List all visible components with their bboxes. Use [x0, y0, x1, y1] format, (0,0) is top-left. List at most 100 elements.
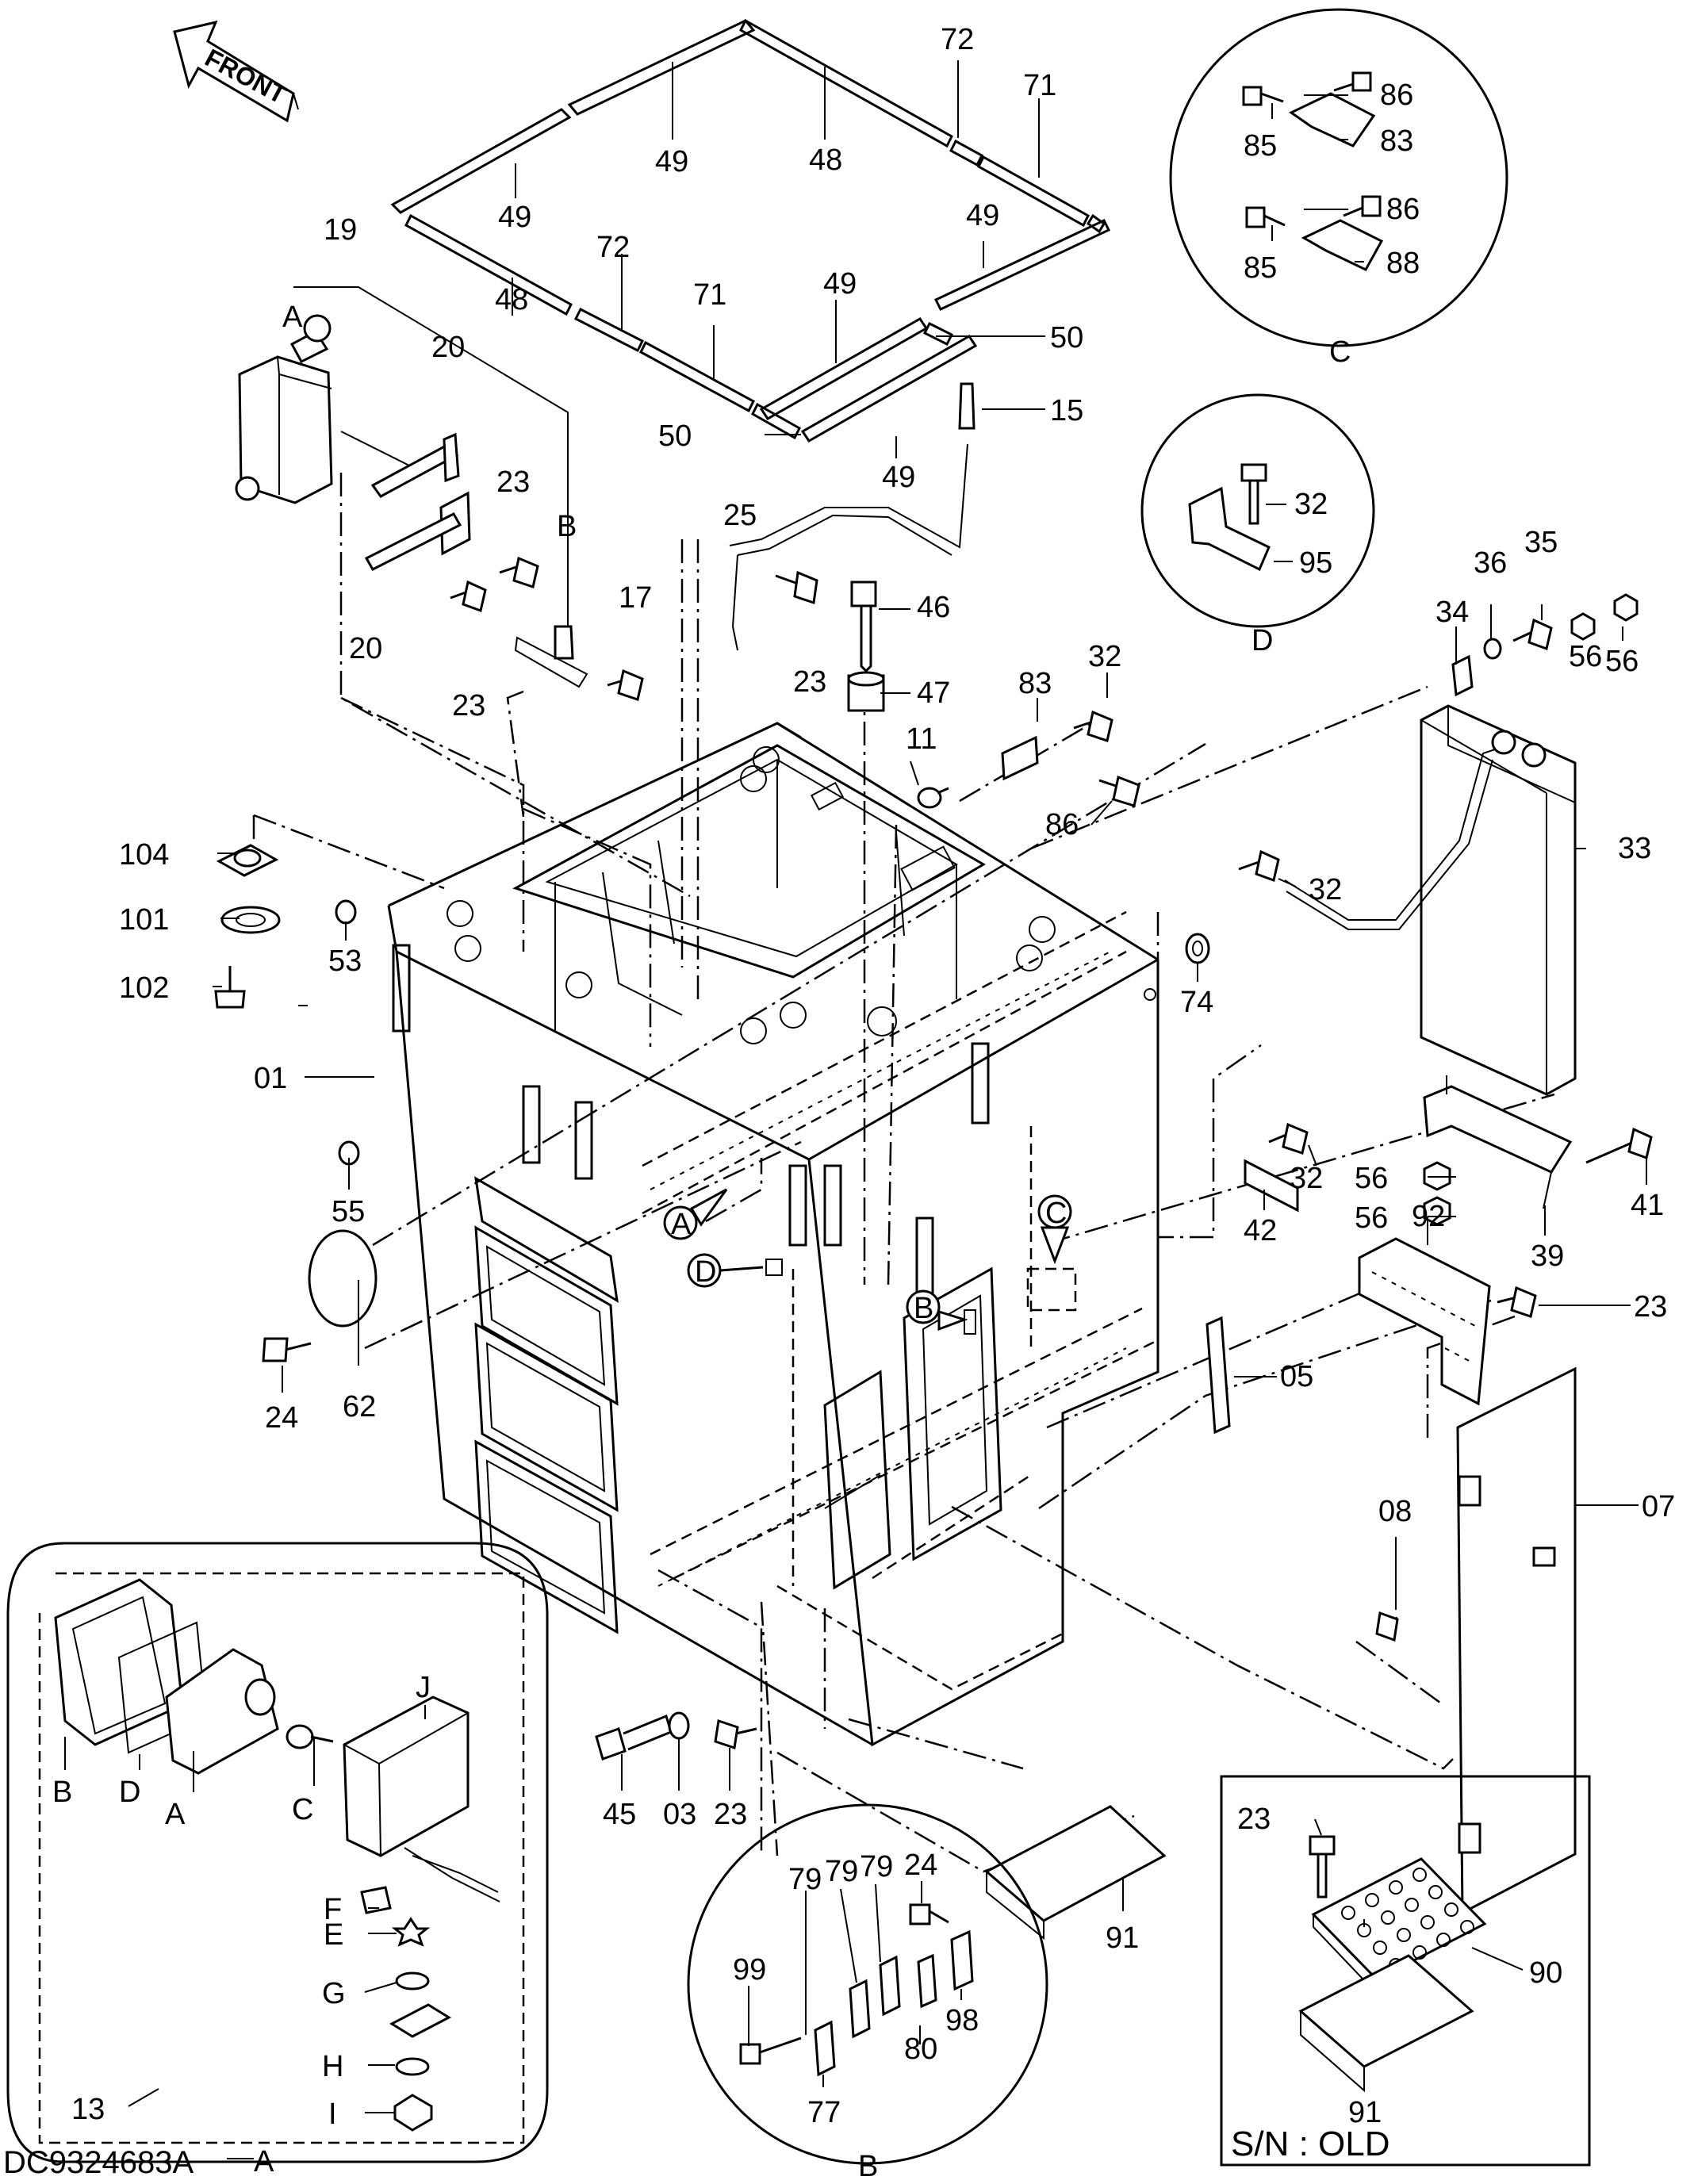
callout-71: 71 — [693, 278, 726, 312]
callout-80: 80 — [904, 2033, 937, 2066]
callout-83: 83 — [1380, 125, 1413, 158]
callout-23: 23 — [452, 689, 485, 722]
callout-05: 05 — [1280, 1360, 1313, 1393]
bolt-icon — [1585, 1127, 1653, 1164]
callout-91: 91 — [1106, 1922, 1139, 1955]
bolt-icon — [1375, 1611, 1399, 1642]
callout-24: 24 — [265, 1401, 298, 1435]
grommet-icon — [335, 899, 357, 925]
grommet-icon — [1185, 933, 1210, 964]
callout-88: 88 — [1386, 247, 1420, 280]
callout-85: 85 — [1244, 129, 1277, 163]
callout-55: 55 — [332, 1195, 365, 1228]
detail-d-circle — [1140, 393, 1375, 628]
bolt-icon — [595, 1714, 673, 1761]
callout-47: 47 — [917, 676, 950, 710]
collar-icon — [847, 671, 885, 712]
callout-86: 86 — [1380, 79, 1413, 112]
front-arrow-icon: FRONT — [173, 20, 299, 123]
callout-86: 86 — [1386, 193, 1420, 226]
nut-icon — [1613, 593, 1639, 622]
callout-77: 77 — [807, 2096, 841, 2129]
callout-79: 79 — [860, 1850, 893, 1883]
callout-32: 32 — [1294, 488, 1328, 521]
cab-body — [387, 722, 1159, 1747]
serial-old-inset — [1220, 1775, 1591, 2167]
callout-71: 71 — [1023, 69, 1056, 102]
callout-d: D — [1251, 624, 1273, 657]
bolt-icon — [450, 580, 487, 612]
tank-brackets — [364, 432, 471, 571]
callout-a: A — [282, 301, 303, 334]
callout-49: 49 — [823, 267, 857, 301]
callout-95: 95 — [1299, 546, 1332, 580]
callout-23: 23 — [714, 1798, 747, 1831]
nut-icon — [1423, 1196, 1451, 1226]
callout-17: 17 — [619, 581, 652, 615]
callout-32: 32 — [1290, 1162, 1323, 1195]
detail-b-circle — [687, 1803, 1048, 2165]
callout-72: 72 — [941, 23, 974, 56]
callout-48: 48 — [495, 283, 528, 316]
view-markers — [663, 1188, 1077, 1335]
bolt-icon — [262, 1337, 312, 1362]
detail-c-circle — [1169, 8, 1508, 347]
bolt-icon — [850, 580, 877, 673]
lamp-bulb-icon — [917, 787, 949, 809]
lamp-callout-f: F — [324, 1893, 342, 1926]
bolt-icon — [1309, 1835, 1336, 1899]
work-lamp-detail — [6, 1542, 549, 2163]
callout-101: 101 — [119, 903, 169, 937]
view-marker-b: B — [914, 1292, 933, 1325]
callout-74: 74 — [1180, 986, 1213, 1019]
callout-35: 35 — [1524, 526, 1558, 559]
callout-49: 49 — [498, 201, 531, 234]
callout-23: 23 — [793, 665, 826, 699]
bolt-icon — [775, 570, 818, 604]
bolt-icon — [1497, 1285, 1537, 1318]
callout-56: 56 — [1355, 1162, 1388, 1195]
washer-icon — [668, 1711, 690, 1740]
flange-icon — [220, 906, 281, 934]
view-marker-c: C — [1045, 1197, 1067, 1230]
lamp-callout-b: B — [52, 1776, 72, 1809]
lamp-callout-e: E — [324, 1918, 343, 1952]
washer-tank — [235, 314, 415, 504]
bolt-icon — [909, 1903, 949, 1925]
callout-23: 23 — [1634, 1290, 1667, 1324]
bolt-icon — [499, 556, 539, 588]
washer-icon — [1483, 638, 1502, 660]
callout-86: 86 — [1045, 808, 1079, 841]
callout-b: B — [557, 510, 577, 543]
lamp-callout-g: G — [322, 1977, 346, 2010]
callout-46: 46 — [917, 591, 950, 624]
callout-15: 15 — [1050, 394, 1083, 427]
callout-01: 01 — [254, 1062, 287, 1095]
callout-56: 56 — [1605, 645, 1639, 678]
cap-icon — [216, 844, 279, 877]
bolt-icon — [1238, 849, 1280, 882]
callout-83: 83 — [1018, 667, 1052, 700]
cover-plate-icon — [308, 1229, 378, 1328]
callout-62: 62 — [343, 1390, 376, 1423]
callout-41: 41 — [1631, 1189, 1664, 1222]
lamp-callout-j: J — [416, 1671, 431, 1704]
roof-seal-strips — [390, 18, 1111, 443]
bolt-icon — [1512, 618, 1553, 650]
document-id: DC9324683A — [3, 2145, 194, 2180]
callout-91: 91 — [1348, 2096, 1382, 2129]
view-marker-a: A — [671, 1208, 692, 1241]
callout-104: 104 — [119, 838, 169, 872]
callout-98: 98 — [945, 2004, 979, 2037]
callout-49: 49 — [966, 199, 999, 232]
bolt-icon — [607, 669, 644, 701]
callout-32: 32 — [1309, 873, 1342, 906]
lamp-callout-i: I — [328, 2098, 337, 2131]
callout-24: 24 — [904, 1849, 937, 1882]
callout-90: 90 — [1529, 1956, 1562, 1990]
callout-20: 20 — [349, 632, 382, 665]
callout-45: 45 — [603, 1798, 636, 1831]
callout-36: 36 — [1474, 546, 1507, 580]
